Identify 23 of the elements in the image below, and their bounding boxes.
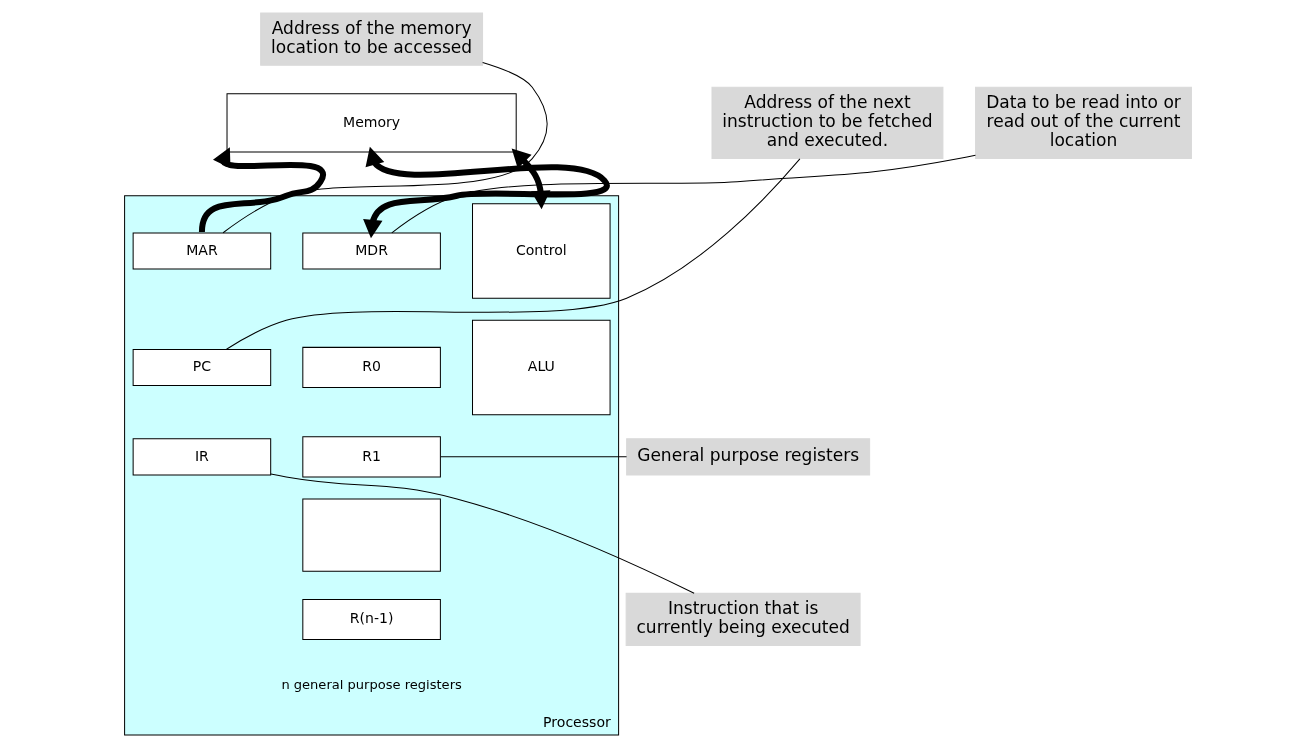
node-box: MAR bbox=[132, 231, 271, 270]
label: n general purpose registers bbox=[280, 676, 462, 692]
node-box: Data to be read into or read out of the current location bbox=[974, 86, 1192, 159]
node-box: IR bbox=[132, 437, 271, 475]
connector bbox=[269, 472, 695, 594]
node-box: R0 bbox=[301, 346, 441, 388]
node-box: Address of the next instruction to be fetched and executed. bbox=[711, 86, 943, 159]
node-box: ALU bbox=[471, 319, 611, 415]
node-box bbox=[301, 498, 441, 572]
node-box: R1 bbox=[301, 435, 441, 477]
node-box: Control bbox=[471, 202, 611, 299]
connector bbox=[225, 157, 800, 350]
node-box: Memory bbox=[226, 92, 517, 153]
node-box: Instruction that is currently being executed bbox=[625, 592, 861, 646]
arrow bbox=[198, 146, 326, 232]
connector bbox=[390, 154, 976, 233]
node-box: MDR bbox=[301, 231, 441, 270]
node-box: R(n-1) bbox=[301, 598, 441, 640]
node-box: General purpose registers bbox=[625, 437, 870, 475]
node-box: Address of the memory location to be accessed bbox=[259, 12, 483, 66]
connector bbox=[439, 455, 627, 457]
arrow bbox=[362, 146, 609, 238]
node-box: PC bbox=[132, 348, 271, 386]
